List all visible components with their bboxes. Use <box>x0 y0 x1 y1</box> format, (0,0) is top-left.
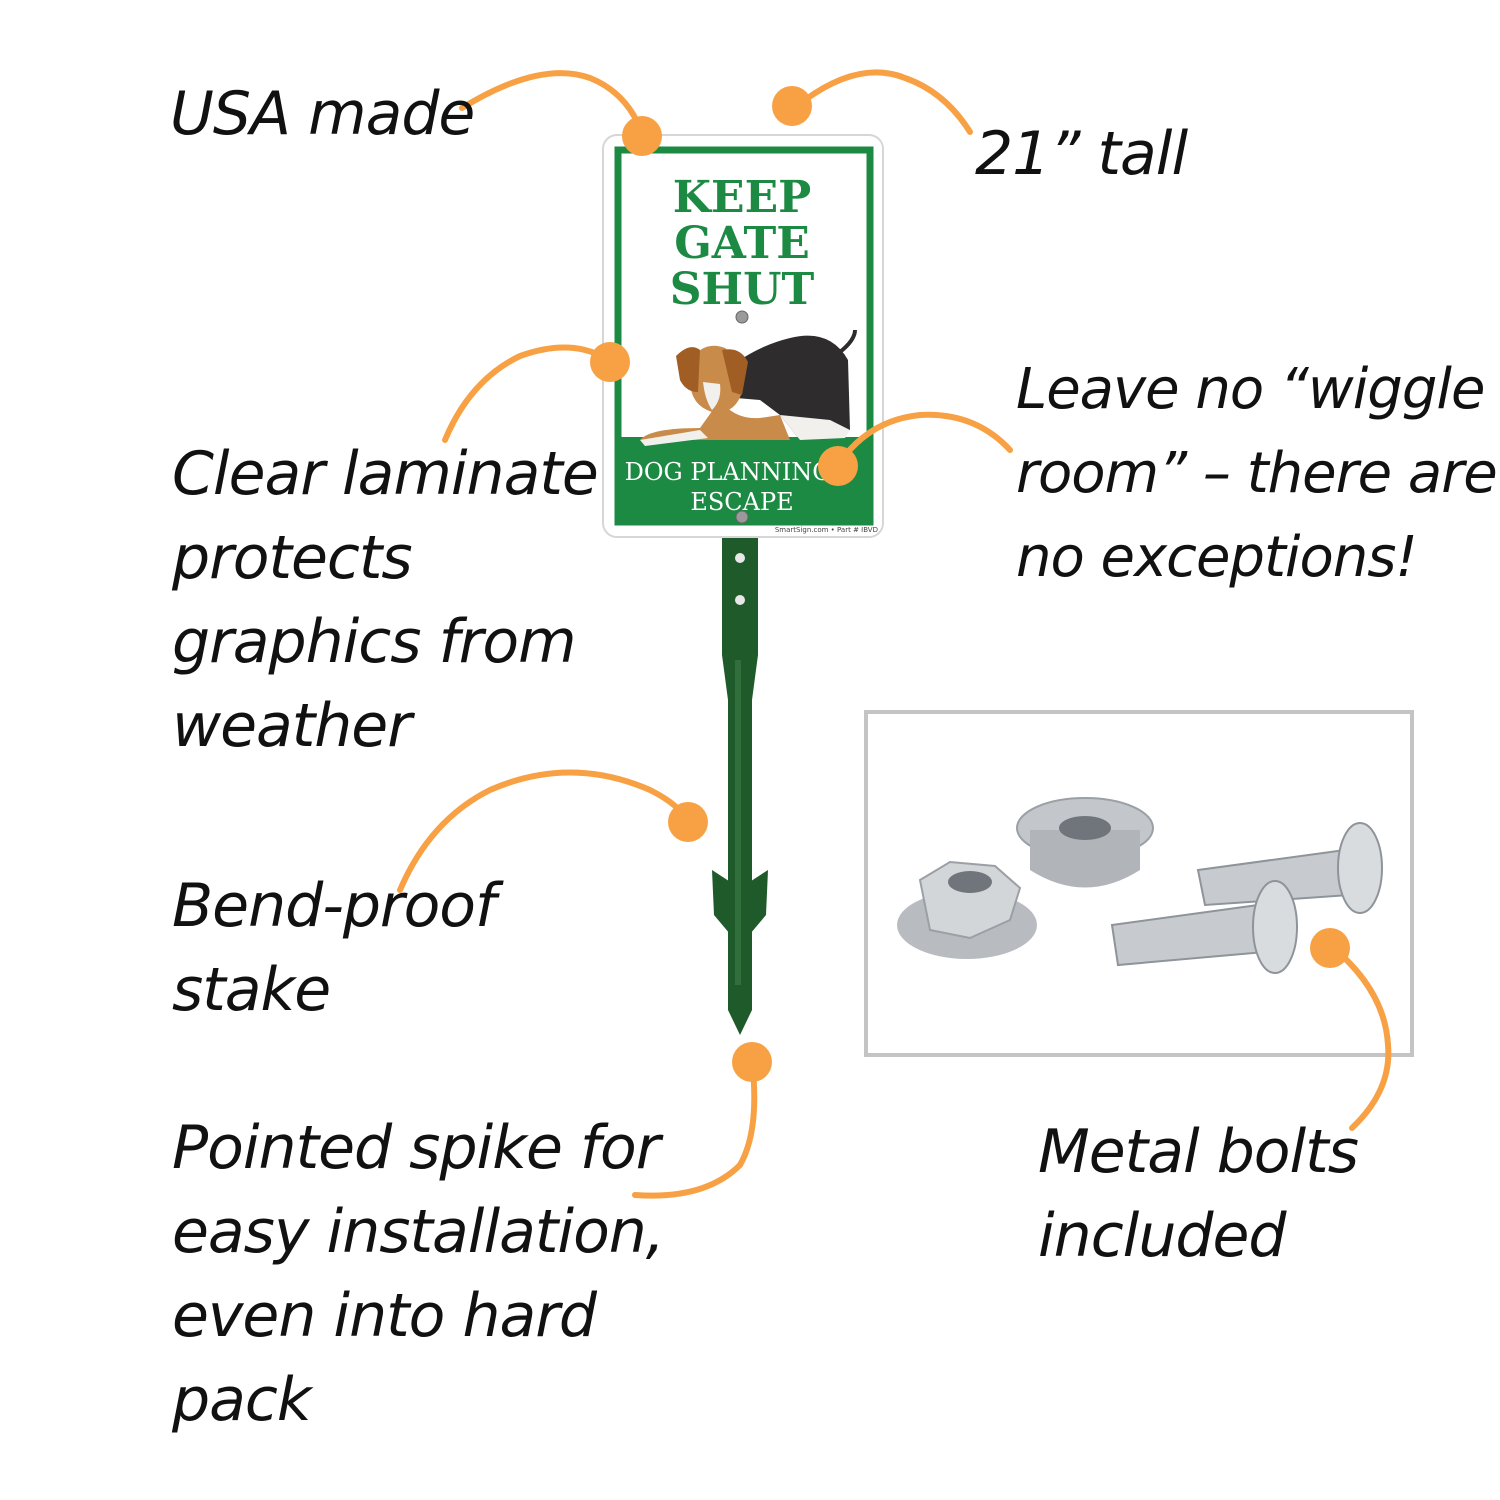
bolt-icon <box>1110 880 1298 974</box>
callout-line: stake <box>172 955 331 1025</box>
stake <box>712 535 768 1035</box>
callout-dot <box>818 446 858 486</box>
callout-line: Clear laminate <box>172 439 599 509</box>
callout-connectors <box>397 69 1392 1199</box>
flange-nut-icon <box>1016 797 1154 888</box>
callout-dot <box>732 1042 772 1082</box>
callout-line: room” – there are <box>1016 441 1498 506</box>
bolts-box <box>864 710 1414 1057</box>
callout-dot <box>1310 928 1350 968</box>
callout-bend-proof: Bend-proof stake <box>172 864 496 1032</box>
sign-title-line: GATE <box>674 218 810 269</box>
sign-bolt <box>735 510 749 524</box>
callout-line: protects <box>172 523 413 593</box>
callout-line: 21” tall <box>975 119 1188 189</box>
callout-line: Leave no “wiggle <box>1016 357 1485 422</box>
callout-spike: Pointed spike for easy installation, eve… <box>172 1106 665 1442</box>
callout-line: Pointed spike for <box>172 1113 660 1183</box>
callout-line: graphics from <box>172 607 577 677</box>
callout-bolts: Metal bolts included <box>1038 1110 1359 1278</box>
callout-line: easy installation, <box>172 1197 665 1267</box>
hex-nut-icon <box>897 860 1037 959</box>
callout-height: 21” tall <box>975 112 1188 196</box>
stake-spike <box>728 985 752 1035</box>
beagle-photo <box>640 329 857 446</box>
bolt-icon <box>1196 822 1383 914</box>
callout-dot <box>772 86 812 126</box>
callout-line: Bend-proof <box>172 871 496 941</box>
sign-subtitle-line: DOG PLANNING <box>625 458 832 486</box>
callout-dot <box>668 802 708 842</box>
callout-line: USA made <box>170 79 475 149</box>
sign-title-line: SHUT <box>670 264 815 315</box>
stake-hole <box>735 553 745 563</box>
callout-dot <box>622 116 662 156</box>
stake-hole <box>735 595 745 605</box>
callout-dot <box>590 342 630 382</box>
callout-wiggle: Leave no “wiggle room” – there are no ex… <box>1016 348 1498 600</box>
callout-usa-made: USA made <box>170 72 475 156</box>
callout-dots <box>590 86 1350 1082</box>
sign-footer: SmartSign.com • Part # IBVD <box>775 526 878 534</box>
sign: KEEP GATE SHUT DOG PLANNING ESCAPE Smart… <box>602 134 884 538</box>
callout-line: weather <box>172 691 412 761</box>
sign-bolt <box>735 310 749 324</box>
sign-title-line: KEEP <box>673 172 811 223</box>
callout-line: included <box>1038 1201 1286 1271</box>
stake-fins <box>712 870 735 940</box>
callout-line: pack <box>172 1365 312 1435</box>
callout-laminate: Clear laminate protects graphics from we… <box>172 432 599 768</box>
callout-line: even into hard <box>172 1281 597 1351</box>
callout-line: Metal bolts <box>1038 1117 1359 1187</box>
callout-line: no exceptions! <box>1016 525 1418 590</box>
